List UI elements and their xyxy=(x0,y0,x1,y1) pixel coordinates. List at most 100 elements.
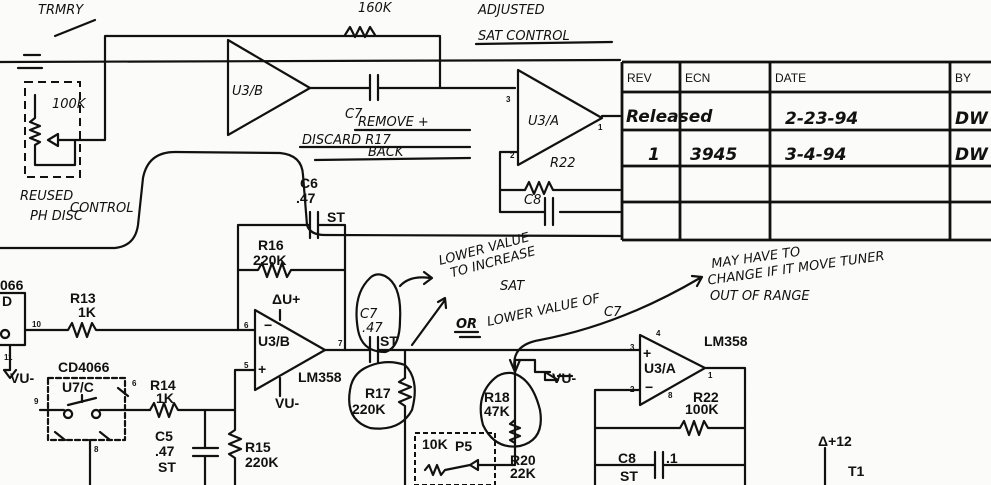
r15-value: 220K xyxy=(245,454,278,470)
switch-u7c xyxy=(38,386,152,485)
pin11-label: 11 xyxy=(4,353,13,362)
table-header-by: BY xyxy=(955,71,971,85)
r20-label: R20 xyxy=(510,452,536,468)
pot-p5 xyxy=(423,446,517,477)
plus12-label: Δ+12 xyxy=(818,433,852,449)
pot-wiper-wire xyxy=(46,34,442,148)
resistor-r13 xyxy=(23,321,257,339)
table-cell-by-0: DW xyxy=(955,109,989,129)
c5-type: ST xyxy=(158,459,176,475)
resistor-r16 xyxy=(236,261,347,279)
c8-upper-label: C8 xyxy=(524,193,541,208)
u3a-lower-label: U3/A xyxy=(644,360,676,376)
may-line3: OUT OF RANGE xyxy=(710,289,810,304)
table-cell-ecn-1: 3945 xyxy=(690,145,737,165)
c6-label: C6 xyxy=(300,175,318,191)
lm358-b-label: LM358 xyxy=(298,369,342,385)
p5-value: 10K xyxy=(422,436,448,452)
table-cell-date-1: 3-4-94 xyxy=(785,145,846,165)
table-cell-date-0: 2-23-94 xyxy=(785,109,858,129)
pin4-label: 4 xyxy=(656,329,661,338)
pin2-label: 2 xyxy=(630,385,635,394)
vu-minus-b: VU- xyxy=(275,395,299,411)
lower-c7-line1: LOWER VALUE OF xyxy=(486,291,602,330)
c5-label: C5 xyxy=(155,428,173,444)
c7-upper-label: C7 xyxy=(345,107,363,122)
vu-plus-label: ΔU+ xyxy=(272,291,300,307)
reused-line2: PH DISC xyxy=(30,209,84,224)
pin2-upper: 2 xyxy=(510,151,515,160)
r14-value: 1K xyxy=(156,390,174,406)
r17-label: R17 xyxy=(365,385,391,401)
revision-table: REV ECN DATE BY Released 2-23-94 DW 1 39… xyxy=(620,60,991,242)
pin7-label: 7 xyxy=(338,339,343,348)
u3a-plus: + xyxy=(643,345,651,361)
lower-value-line3: SAT xyxy=(500,279,525,294)
table-grid xyxy=(620,60,991,242)
capacitor-c7-upper xyxy=(308,73,517,102)
u3b-plus: + xyxy=(258,361,266,377)
pin3-upper: 3 xyxy=(506,95,511,104)
ic4066-fragment xyxy=(0,291,27,380)
t1-label: T1 xyxy=(848,463,865,479)
ic4066-label: 066 xyxy=(0,277,24,293)
r13-value: 1K xyxy=(78,304,96,320)
r22-value: 100K xyxy=(685,401,718,417)
opamp-u3a-lower xyxy=(593,333,747,485)
strike-lines xyxy=(298,128,472,162)
p5-label: P5 xyxy=(455,438,472,454)
u3a-upper-label: U3/A xyxy=(528,114,559,129)
discard-note: DISCARD R17 xyxy=(302,133,392,148)
reused-line1: REUSED xyxy=(20,189,73,204)
u3a-minus: − xyxy=(645,379,653,395)
or-label: OR xyxy=(456,317,477,332)
u3b-minus: − xyxy=(264,317,272,333)
upper-circuit: 100K REUSED PH DISC CONTROL U3/B C7 REMO… xyxy=(0,25,622,250)
or-underline xyxy=(453,330,482,339)
remove-note: REMOVE + xyxy=(358,115,429,130)
r15-label: R15 xyxy=(245,439,271,455)
table-cell-rev-1: 1 xyxy=(648,145,660,165)
r22-upper-label: R22 xyxy=(550,156,576,171)
resistor-r17 xyxy=(397,348,413,485)
c7-circle xyxy=(355,273,402,354)
c8-label: C8 xyxy=(618,450,636,466)
vu-minus-left: VU- xyxy=(10,370,34,386)
table-header-date: DATE xyxy=(775,71,806,85)
r13-label: R13 xyxy=(70,290,96,306)
ic4066-d: D xyxy=(2,293,12,309)
cd4066-label: CD4066 xyxy=(58,359,110,375)
wire-bus-top xyxy=(0,58,622,64)
c6-value: .47 xyxy=(296,190,316,206)
lower-circuit: C6 .47 ST R16 220K 066 D 10 11 VU- R13 1… xyxy=(0,175,865,485)
r18-value: 47K xyxy=(484,403,510,419)
cd4066-box xyxy=(46,376,127,442)
trimmy-label: TRMRY xyxy=(38,3,84,18)
r17-circle xyxy=(348,361,416,430)
title-underline xyxy=(474,40,614,46)
table-header-ecn: ECN xyxy=(685,71,710,85)
opamp-u3b-upper xyxy=(226,38,312,137)
pin3-label: 3 xyxy=(630,343,635,352)
capacitor-c6 xyxy=(236,210,347,352)
pin8-label-4066: 8 xyxy=(94,445,99,454)
u3a-upper-feedback xyxy=(498,114,622,227)
c8-value: .1 xyxy=(666,450,678,466)
trimmy-stroke xyxy=(53,18,97,38)
pin6-label: 6 xyxy=(244,321,249,330)
r17-value: 220K xyxy=(352,401,385,417)
u3b-upper-label: U3/B xyxy=(232,84,263,99)
resistor-160k xyxy=(343,25,377,39)
r14-label: R14 xyxy=(150,377,176,393)
r18-label: R18 xyxy=(484,389,510,405)
pin6-label-4066: 6 xyxy=(132,379,137,388)
c6-type: ST xyxy=(327,209,345,225)
u7c-label: U7/C xyxy=(62,379,94,395)
vu-minus-r18: VU- xyxy=(552,370,576,386)
table-header-rev: REV xyxy=(627,71,652,85)
reused-line3: CONTROL xyxy=(70,201,133,216)
adjusted-label: ADJUSTED xyxy=(477,3,545,18)
c7-value: .47 xyxy=(362,321,383,336)
